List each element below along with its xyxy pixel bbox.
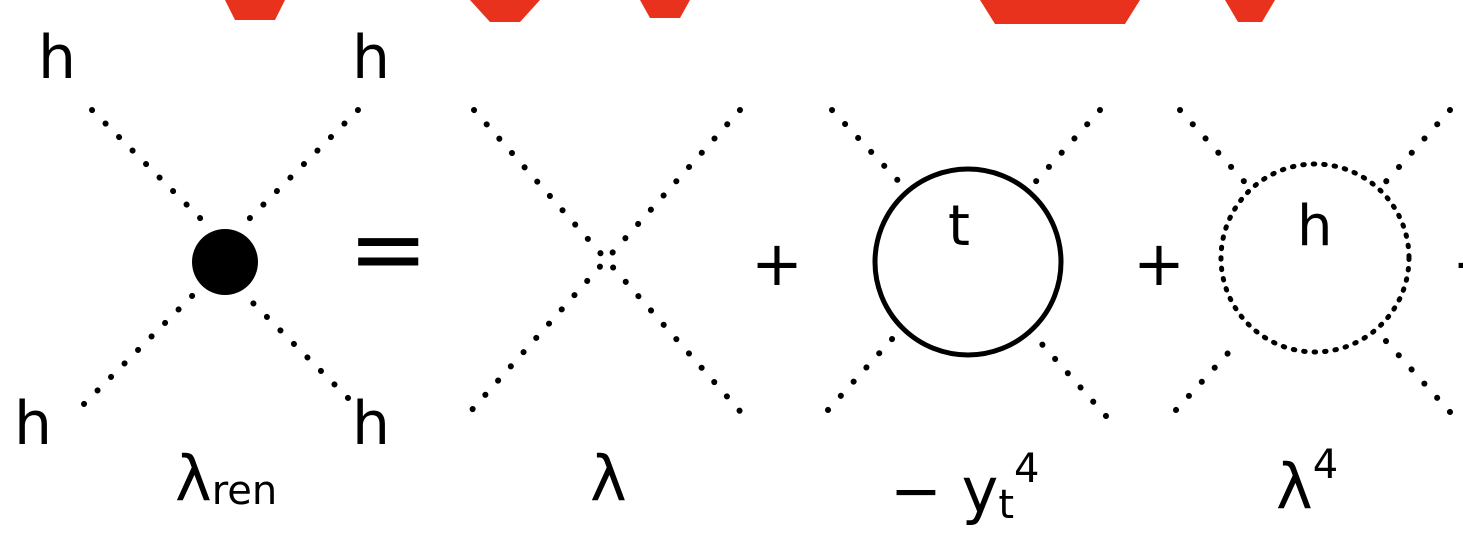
vertex-renormalized [81, 107, 361, 407]
leg-top-loop-tr [1027, 107, 1103, 191]
leg-label-bottom-right: h [352, 389, 390, 459]
coupling-higgs: λ4 [1276, 442, 1338, 523]
title-fragment [225, 0, 1275, 24]
leg-higgs-loop-br [1382, 337, 1453, 415]
leg-tree-a [471, 107, 749, 421]
leg-label-top-left: h [38, 23, 76, 93]
leg-bottom-right [237, 287, 351, 401]
lambda-symbol: λ [175, 442, 212, 515]
leg-bottom-left [81, 280, 208, 407]
vertex-higgs-loop [1173, 107, 1453, 415]
leg-top-loop-tl [829, 107, 908, 191]
leg-label-top-right: h [352, 23, 390, 93]
coupling-top: − yt4 [890, 446, 1040, 528]
vertex-tree [467, 107, 749, 421]
leg-higgs-loop-bl [1173, 337, 1243, 413]
leg-label-bottom-left: h [14, 389, 52, 459]
leg-higgs-loop-tl [1177, 107, 1253, 191]
higgs-loop-label: h [1297, 194, 1333, 259]
plus-sign-3: + [1452, 227, 1463, 300]
top-loop-label: t [948, 194, 970, 259]
plus-sign-2: + [1133, 227, 1185, 300]
effective-vertex-blob [192, 229, 258, 295]
higgs-loop [1218, 161, 1412, 355]
coupling-renormalized: λren [175, 442, 277, 515]
leg-higgs-loop-tr [1379, 107, 1453, 189]
leg-top-left [89, 107, 213, 231]
leg-top-loop-br [1037, 339, 1109, 419]
vertex-top-loop [825, 107, 1109, 419]
equals-sign: = [348, 193, 428, 305]
top-quark-loop [872, 166, 1064, 358]
leg-top-right [237, 107, 361, 231]
coupling-subscript: ren [212, 468, 278, 514]
coupling-tree: λ [590, 442, 627, 515]
plus-sign-1: + [751, 227, 803, 300]
leg-top-loop-bl [825, 335, 896, 413]
